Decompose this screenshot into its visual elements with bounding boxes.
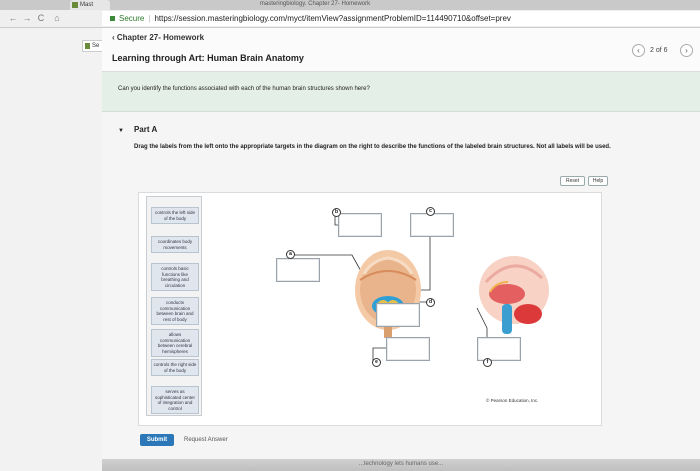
label-chip[interactable]: controls basic functions like breathing … — [151, 263, 199, 291]
chapter-link[interactable]: ‹ Chapter 27- Homework — [112, 33, 205, 42]
url-separator: | — [148, 14, 151, 23]
bottom-scrolled-text: ...technology lets humans use... — [102, 459, 700, 471]
drop-target-c[interactable] — [410, 213, 454, 237]
collapse-triangle-icon: ▼ — [118, 128, 124, 134]
leader-line-c — [420, 211, 431, 291]
question-text: Can you identify the functions associate… — [118, 86, 370, 92]
pager-count: 2 of 6 — [650, 47, 668, 54]
browser-titlebar — [0, 0, 700, 10]
page-tab-title: masteringbiology. Chapter 27- Homework — [259, 1, 371, 7]
drop-target-d[interactable] — [376, 303, 420, 327]
label-chip[interactable]: controls the right side of the body — [151, 359, 199, 376]
target-tag-e: e — [372, 358, 381, 367]
brain-sagittal-illustration — [479, 256, 549, 334]
assignment-page: ‹ Chapter 27- Homework Learning through … — [102, 28, 700, 471]
submit-button[interactable]: Submit — [140, 434, 174, 446]
reload-icon[interactable]: C — [37, 13, 45, 23]
background-tab[interactable]: Se — [82, 40, 104, 52]
background-tab-title: Se — [92, 43, 100, 49]
browser-tab[interactable]: Mast — [70, 0, 110, 10]
label-chip[interactable]: serves as sophisticated center of integr… — [151, 386, 199, 414]
lock-icon — [110, 16, 115, 22]
assignment-header: ‹ Chapter 27- Homework Learning through … — [102, 28, 700, 72]
url-text: https://session.masteringbiology.com/myc… — [154, 14, 511, 23]
part-a-toggle[interactable]: ▼Part A — [118, 125, 158, 134]
help-button[interactable]: Help — [588, 176, 608, 186]
target-tag-a: a — [286, 250, 295, 259]
request-answer-link[interactable]: Request Answer — [184, 437, 228, 443]
question-intro: Can you identify the functions associate… — [102, 72, 700, 112]
secure-label: Secure — [119, 14, 145, 23]
label-chip[interactable]: controls the left side of the body — [151, 207, 199, 224]
tab-favicon-icon — [72, 2, 78, 8]
tab-favicon-icon — [85, 43, 90, 49]
drop-target-f[interactable] — [477, 337, 521, 361]
next-item-button[interactable]: › — [680, 44, 693, 57]
label-chip[interactable]: coordinates body movements — [151, 236, 199, 253]
label-chip[interactable]: conducts communication between brain and… — [151, 297, 199, 325]
background-window: Se — [0, 28, 105, 471]
target-tag-d: d — [426, 298, 435, 307]
back-arrow-icon[interactable]: ← — [8, 13, 18, 23]
label-chip[interactable]: allows communication between cerebral he… — [151, 329, 199, 357]
target-tag-f: f — [483, 358, 492, 367]
previous-item-button[interactable]: ‹ — [632, 44, 645, 57]
part-instructions: Drag the labels from the left onto the a… — [134, 144, 611, 150]
url-bar[interactable]: Secure|https://session.masteringbiology.… — [102, 11, 700, 26]
label-bank: controls the left side of the body coord… — [146, 196, 202, 416]
forward-arrow-icon[interactable]: → — [22, 13, 32, 23]
target-tag-c: c — [426, 207, 435, 216]
drop-target-e[interactable] — [386, 337, 430, 361]
brain-diagram — [290, 211, 549, 363]
image-credit: © Pearson Education, Inc. — [486, 398, 539, 403]
home-icon[interactable]: ⌂ — [54, 13, 60, 23]
drop-target-b[interactable] — [338, 213, 382, 237]
browser-tab-title: Mast — [80, 2, 94, 8]
drop-target-a[interactable] — [276, 258, 320, 282]
page-title: Learning through Art: Human Brain Anatom… — [112, 53, 304, 63]
target-tag-b: b — [332, 208, 341, 217]
reset-button[interactable]: Reset — [560, 176, 585, 186]
